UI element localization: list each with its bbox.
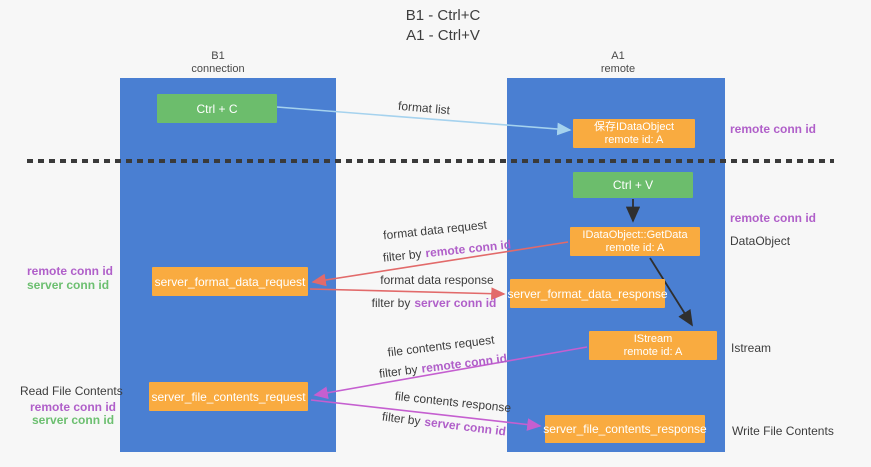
edge-label-format-data-response: format data response — [380, 273, 494, 287]
lane-header-a1: A1 remote — [548, 50, 688, 76]
filter-by-text: filter by — [381, 409, 422, 429]
node-ctrl-c: Ctrl + C — [157, 94, 277, 123]
arrow-format-data-response — [309, 287, 506, 301]
side-label-dataobject: DataObject — [730, 234, 791, 248]
node-ctrl-v: Ctrl + V — [573, 172, 693, 198]
node-ctrl-v-label: Ctrl + V — [612, 178, 654, 192]
node-file-response-label: server_file_contents_response — [543, 422, 707, 436]
node-server-format-data-response: server_format_data_response — [507, 279, 668, 308]
node-server-format-data-request: server_format_data_request — [152, 267, 308, 296]
side-label-read-file-contents: Read File Contents — [20, 384, 123, 398]
node-save-idataobject-line2: remote id: A — [604, 133, 664, 146]
dashed-separator-line — [27, 159, 834, 163]
node-istream-line2: remote id: A — [623, 345, 683, 358]
lane-a1-subtitle: remote — [600, 63, 636, 75]
server-conn-id-text: server conn id — [423, 414, 507, 439]
side-label-remote-conn-id-mid: remote conn id — [730, 211, 817, 225]
lane-b1-title: B1 — [211, 50, 225, 62]
side-label-left-remote-conn-id-2: remote conn id — [30, 400, 117, 414]
lane-b1-subtitle: connection — [191, 63, 245, 75]
node-format-response-label: server_format_data_response — [507, 286, 668, 301]
remote-conn-id-text: remote conn id — [420, 351, 508, 376]
node-istream-line1: IStream — [633, 332, 673, 345]
node-ctrl-c-label: Ctrl + C — [196, 101, 238, 116]
side-label-left-server-conn-id-2: server conn id — [32, 413, 115, 427]
side-label-remote-conn-id-top: remote conn id — [730, 122, 817, 136]
filter-by-text: filter by — [378, 362, 419, 381]
side-label-left-remote-conn-id-1: remote conn id — [27, 264, 114, 278]
node-getdata-line1: IDataObject::GetData — [582, 228, 688, 241]
lane-a1-title: A1 — [611, 50, 625, 62]
side-label-left-server-conn-id-1: server conn id — [27, 278, 110, 292]
server-conn-id-text: server conn id — [414, 296, 497, 310]
node-format-request-label: server_format_data_request — [154, 274, 306, 289]
node-getdata-line2: remote id: A — [605, 241, 665, 254]
title-line-2: A1 - Ctrl+V — [406, 27, 480, 44]
side-label-istream: Istream — [731, 341, 772, 355]
node-save-idataobject-line1: 保存IDataObject — [593, 120, 675, 133]
title-line-1: B1 - Ctrl+C — [405, 7, 481, 24]
node-save-idataobject: 保存IDataObject remote id: A — [573, 119, 695, 148]
diagram-title: B1 - Ctrl+C A1 - Ctrl+V — [0, 6, 871, 46]
node-file-request-label: server_file_contents_request — [151, 389, 306, 404]
lane-header-b1: B1 connection — [148, 50, 288, 76]
node-server-file-contents-response: server_file_contents_response — [543, 415, 707, 443]
node-istream: IStream remote id: A — [589, 331, 717, 360]
filter-by-text: filter by — [371, 296, 411, 310]
node-idataobject-getdata: IDataObject::GetData remote id: A — [570, 227, 700, 256]
side-label-write-file-contents: Write File Contents — [732, 424, 834, 438]
edge-label-format-list: format list — [397, 98, 451, 118]
node-server-file-contents-request: server_file_contents_request — [149, 382, 308, 411]
edge-label-format-data-request: format data request — [382, 217, 488, 243]
remote-conn-id-text: remote conn id — [424, 237, 512, 261]
edge-label-file-contents-response: file contents response — [394, 388, 512, 416]
filter-by-text: filter by — [382, 246, 423, 265]
